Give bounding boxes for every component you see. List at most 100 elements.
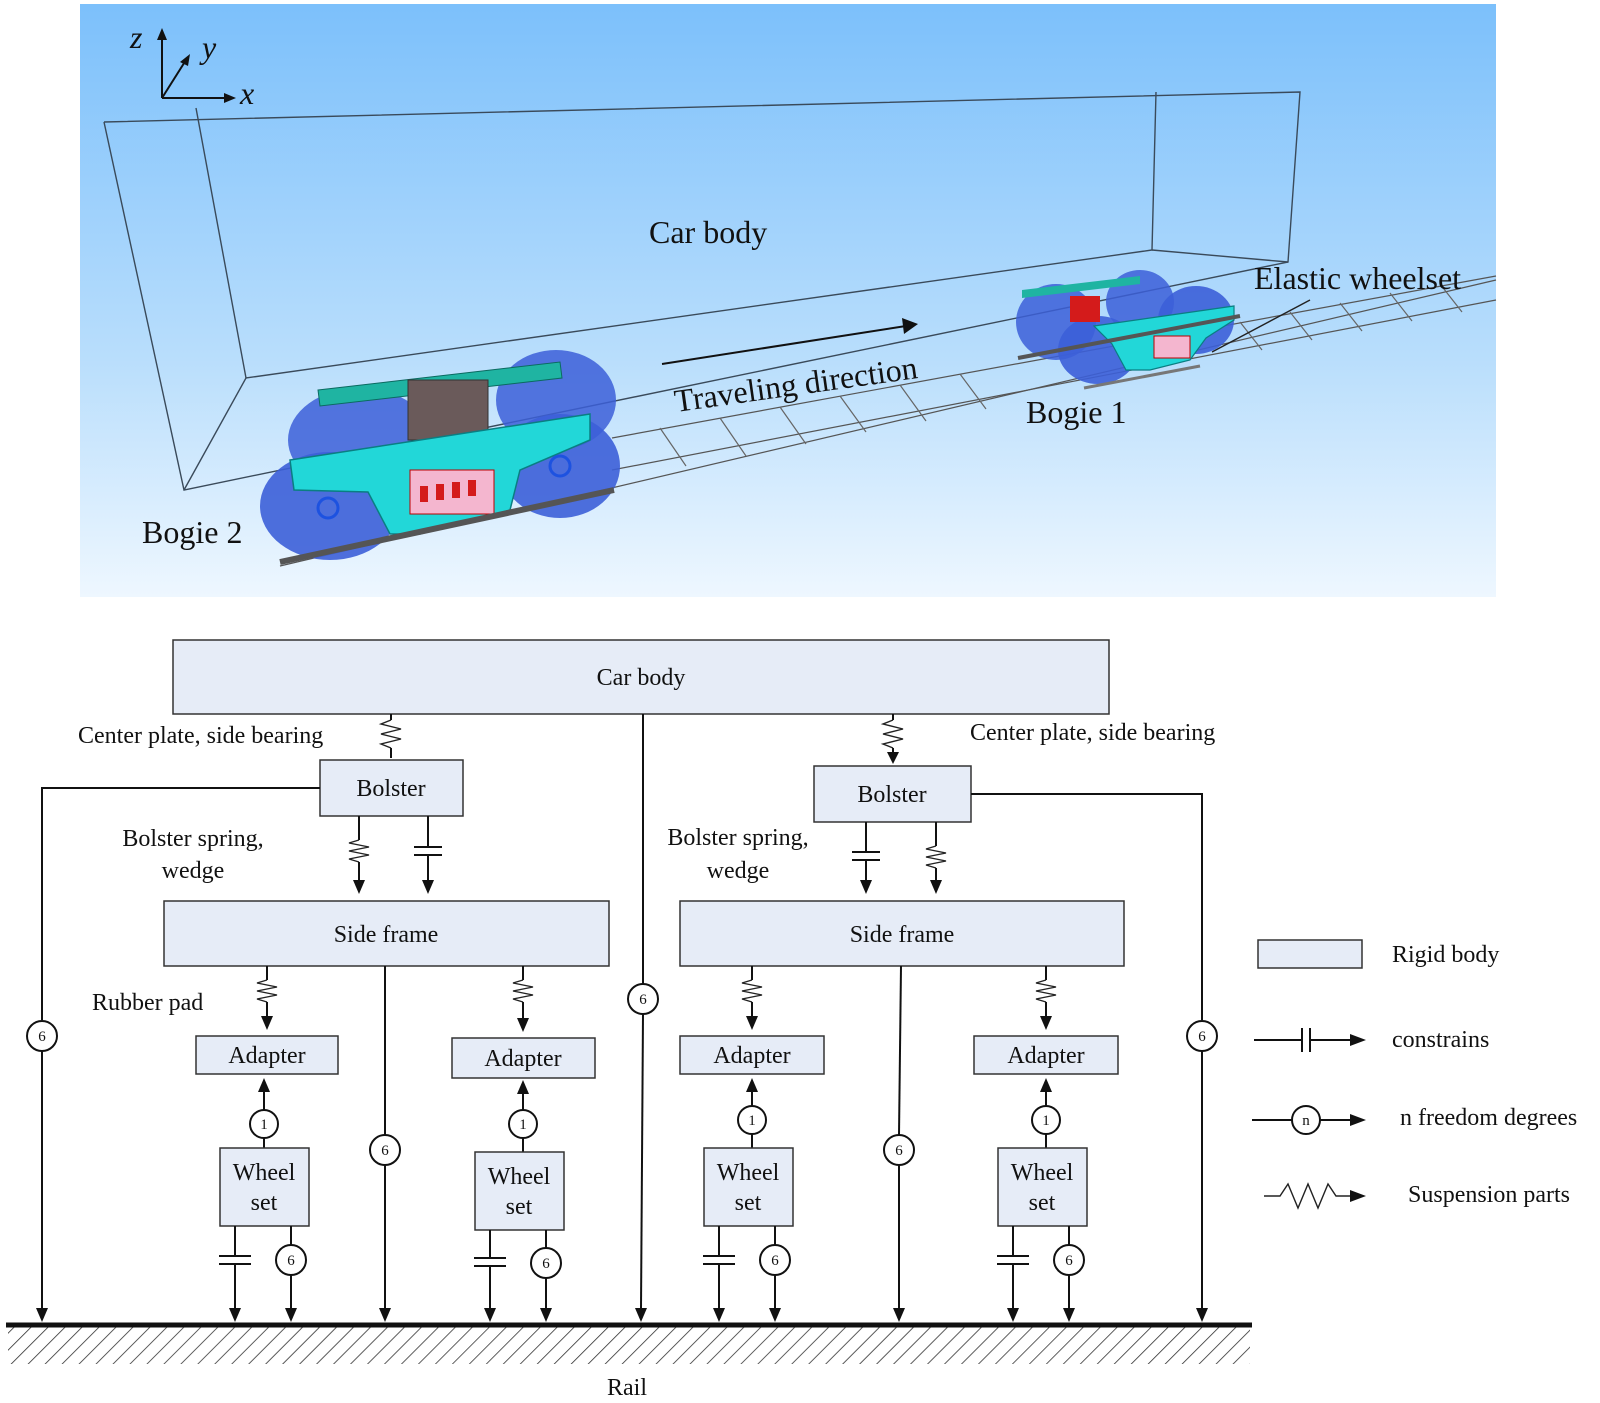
legend-dof-icon: n <box>1252 1105 1366 1135</box>
svg-text:6: 6 <box>1198 1029 1206 1045</box>
suspension-icon <box>378 714 402 758</box>
rail-label: Rail <box>607 1375 647 1401</box>
car-body-box <box>172 639 1110 715</box>
bolster-spring-right-label-2: wedge <box>707 858 770 884</box>
axes-triad: z y x <box>129 19 254 111</box>
svg-text:1: 1 <box>748 1113 756 1129</box>
wheelset-label-1: Wheel <box>717 1160 780 1186</box>
svg-text:1: 1 <box>519 1117 527 1133</box>
center-plate-right-label: Center plate, side bearing <box>970 720 1215 746</box>
adapter-box <box>973 1035 1119 1075</box>
bogie-1-model <box>1016 270 1241 390</box>
wheelset-label-1: Wheel <box>233 1160 296 1186</box>
side-frame-right-box <box>679 900 1125 967</box>
rail-ground-hatch <box>8 1326 1250 1364</box>
one-dof-link: 1 <box>249 1078 279 1148</box>
sideframe-rail-link: 6 <box>369 966 401 1322</box>
bolster-spring-left-label-1: Bolster spring, <box>122 826 263 852</box>
svg-text:6: 6 <box>542 1256 550 1272</box>
suspension-icon <box>741 966 763 1030</box>
one-dof-link: 1 <box>737 1078 767 1148</box>
bogie-1-label: Bogie 1 <box>1026 394 1126 430</box>
wheelset-box <box>703 1147 794 1227</box>
center-plate-left-label: Center plate, side bearing <box>78 723 323 749</box>
svg-text:6: 6 <box>895 1143 903 1159</box>
suspension-icon <box>348 816 370 894</box>
one-dof-link: 1 <box>1031 1078 1061 1148</box>
track <box>279 275 1497 567</box>
wheelset-box <box>997 1147 1088 1227</box>
bolster-right-box <box>813 765 972 823</box>
side-frame-left-box <box>163 900 610 967</box>
rubber-pad-label: Rubber pad <box>92 990 203 1016</box>
adapter-label: Adapter <box>1007 1043 1084 1069</box>
traveling-direction-arrowhead <box>902 318 918 334</box>
car-body-wireframe <box>103 91 1301 491</box>
render-car-body-label: Car body <box>649 214 767 250</box>
render-panel: z y x <box>80 4 1497 597</box>
wheelset-box <box>219 1147 310 1227</box>
wheel-rail-constraint: 6 <box>474 1230 562 1322</box>
adapter-box <box>679 1035 825 1075</box>
side-frame-right-label: Side frame <box>850 922 955 948</box>
wheelset-label-2: set <box>1029 1190 1056 1216</box>
legend-rigid-body-swatch <box>1257 939 1363 969</box>
bogie-2-label: Bogie 2 <box>142 514 242 550</box>
svg-text:1: 1 <box>1042 1113 1050 1129</box>
bolster-rail-link-left: 6 <box>26 787 320 1322</box>
bolster-block-icon <box>407 379 489 441</box>
legend: Rigid body constrains n n freedom degree… <box>1252 939 1577 1210</box>
suspension-icon <box>925 822 947 894</box>
wheelset-label-1: Wheel <box>1011 1160 1074 1186</box>
svg-text:6: 6 <box>771 1253 779 1269</box>
topology-diagram: Car body Center plate, side bearing Cent… <box>6 639 1577 1401</box>
svg-text:6: 6 <box>1065 1253 1073 1269</box>
adapter-box <box>451 1037 596 1079</box>
adapter-label: Adapter <box>228 1043 305 1069</box>
legend-dof-label: n freedom degrees <box>1400 1105 1577 1131</box>
wheelset-label-2: set <box>251 1190 278 1216</box>
traveling-direction-arrow <box>661 325 907 365</box>
side-frame-left-label: Side frame <box>334 922 439 948</box>
suspension-icon <box>1035 966 1057 1030</box>
suspension-icon <box>256 966 278 1030</box>
wheel-rail-constraint: 6 <box>219 1226 307 1322</box>
adapter-box <box>195 1035 339 1075</box>
legend-suspension-icon <box>1264 1182 1366 1210</box>
svg-text:6: 6 <box>38 1029 46 1045</box>
adapter-label: Adapter <box>484 1046 561 1072</box>
carbody-rail-link: 6 <box>627 714 659 1322</box>
wheelset-label-2: set <box>506 1194 533 1220</box>
legend-rigid-body-label: Rigid body <box>1392 942 1499 968</box>
suspension-icon <box>880 714 904 764</box>
wheelset-label-1: Wheel <box>488 1164 551 1190</box>
svg-text:6: 6 <box>381 1143 389 1159</box>
bolster-right-label: Bolster <box>857 782 926 808</box>
bogie-2-model <box>260 350 620 565</box>
bolster-rail-link-right: 6 <box>971 793 1218 1322</box>
elastic-wheelset-label: Elastic wheelset <box>1254 260 1461 296</box>
svg-text:6: 6 <box>639 992 647 1008</box>
wheel-rail-constraint: 6 <box>997 1226 1085 1322</box>
svg-text:n: n <box>1302 1113 1310 1129</box>
bolster-spring-left-label-2: wedge <box>162 858 225 884</box>
legend-constraint-label: constrains <box>1392 1027 1489 1053</box>
car-body-box-label: Car body <box>597 665 686 691</box>
constraint-icon <box>852 822 880 894</box>
bolster-left-label: Bolster <box>356 776 425 802</box>
wheel-rail-constraint: 6 <box>703 1226 791 1322</box>
sideframe-rail-link: 6 <box>883 965 915 1322</box>
bolster-spring-right-label-1: Bolster spring, <box>667 825 808 851</box>
one-dof-link: 1 <box>508 1080 538 1152</box>
axis-z-label: z <box>129 19 143 55</box>
svg-text:1: 1 <box>260 1117 268 1133</box>
svg-text:6: 6 <box>287 1253 295 1269</box>
elastic-wheelset-leader <box>1211 299 1311 353</box>
legend-suspension-label: Suspension parts <box>1408 1182 1570 1208</box>
wheelset-label-2: set <box>735 1190 762 1216</box>
axis-x-label: x <box>239 75 254 111</box>
axis-y-label: y <box>199 29 217 65</box>
wheelset-box <box>474 1151 565 1231</box>
suspension-icon <box>512 966 534 1032</box>
